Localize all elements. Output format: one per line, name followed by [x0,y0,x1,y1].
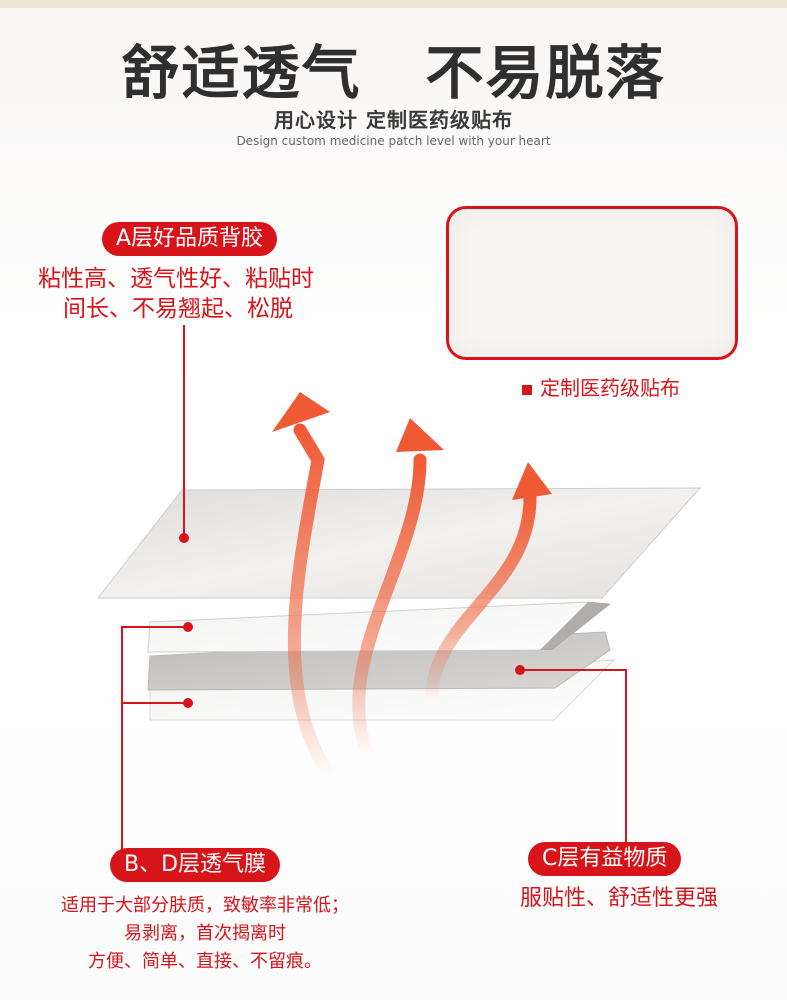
page-subtitle-english: Design custom medicine patch level with … [236,134,551,148]
title-right: 不易脱落 [425,39,666,107]
page-title: 舒适透气不易脱落 [0,26,787,110]
layer-bd-label: B、D层透气膜 [110,848,281,882]
title-left: 舒适透气 [121,39,362,107]
fabric-caption: 定制医药级贴布 [522,372,680,401]
bullet-square-icon [522,384,532,395]
breath-arrow-left [287,423,337,782]
layer-a-label: A层好品质背胶 [102,222,278,256]
breath-arrow-middle [352,453,427,762]
breath-arrow-right [425,491,537,707]
layer-a-description: 粘性高、透气性好、粘贴时 间长、不易翘起、松脱 [38,266,314,322]
top-border-strip [0,0,787,8]
layer-bd-description: 适用于大部分肤质，致敏率非常低； 易剥离，首次揭离时 方便、简单、直接、不留痕。 [61,895,349,972]
layer-c-label: C层有益物质 [528,842,682,876]
fabric-sample-image [446,206,738,360]
page-subtitle: 用心设计 定制医药级贴布 [274,108,513,132]
layer-c-description: 服贴性、舒适性更强 [520,886,719,911]
